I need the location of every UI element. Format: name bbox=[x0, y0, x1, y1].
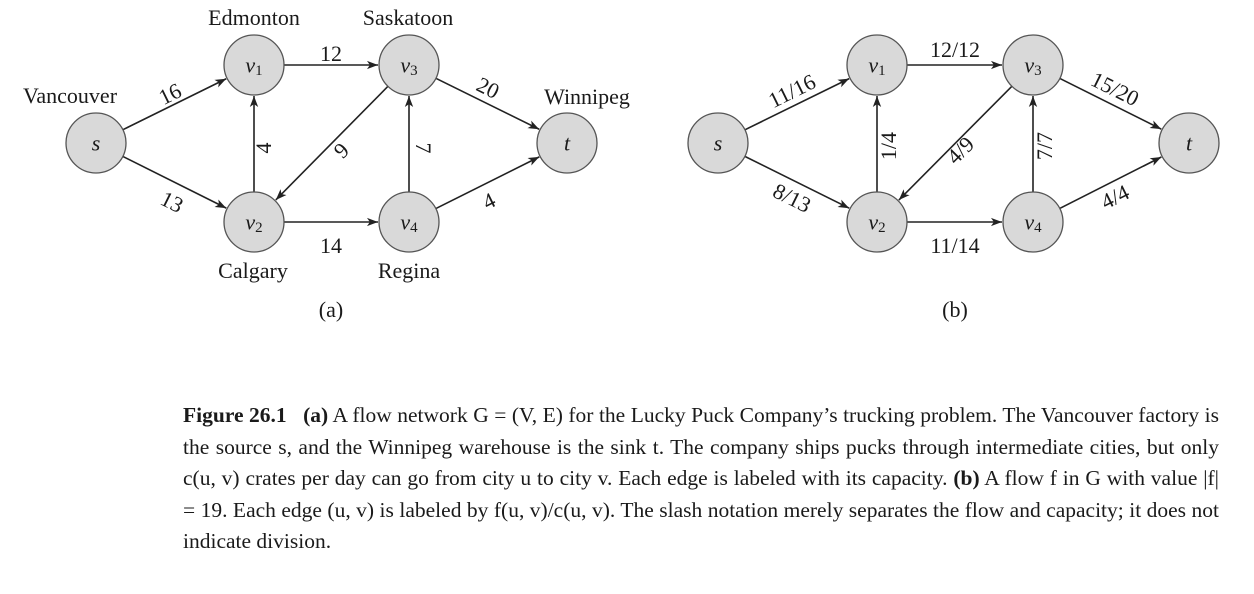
city-label-s: Vancouver bbox=[23, 83, 118, 108]
panel-label-b: (b) bbox=[942, 297, 968, 322]
city-label-v1: Edmonton bbox=[208, 5, 300, 30]
edge-label-s-v2: 8/13 bbox=[769, 178, 815, 218]
city-label-v2: Calgary bbox=[218, 258, 288, 283]
flow-network-figure: 16134129147204sVancouverv1Edmontonv2Calg… bbox=[23, 5, 1220, 322]
edge-label-v3-v2: 9 bbox=[329, 138, 354, 163]
node-v2 bbox=[846, 191, 908, 253]
edge-label-s-v2: 13 bbox=[157, 186, 188, 218]
edge-label-v4-t: 4 bbox=[478, 187, 499, 214]
node-label-t: t bbox=[1186, 131, 1193, 156]
edge-v3-v2 bbox=[898, 85, 1013, 201]
node-v1 bbox=[846, 34, 908, 96]
edge-label-v4-t: 4/4 bbox=[1097, 179, 1133, 214]
city-label-v3: Saskatoon bbox=[363, 5, 453, 30]
node-v2 bbox=[223, 191, 285, 253]
edge-label-v4-v3: 7 bbox=[411, 143, 436, 154]
node-v4 bbox=[1002, 191, 1064, 253]
edge-label-v2-v1: 1/4 bbox=[876, 132, 901, 160]
node-t bbox=[536, 112, 598, 174]
edge-label-v2-v4: 14 bbox=[320, 233, 342, 258]
node-s bbox=[687, 112, 749, 174]
panel-label-a: (a) bbox=[319, 297, 343, 322]
node-label-s: s bbox=[92, 131, 101, 156]
edge-v3-t bbox=[1059, 77, 1162, 130]
node-t bbox=[1158, 112, 1220, 174]
panel-b-flow-network: 11/168/131/412/124/911/147/715/204/4sv1v… bbox=[687, 34, 1220, 322]
node-v4 bbox=[378, 191, 440, 253]
edge-v3-v2 bbox=[275, 85, 389, 201]
panel-a-capacity-network: 16134129147204sVancouverv1Edmontonv2Calg… bbox=[23, 5, 630, 322]
edge-label-v2-v4: 11/14 bbox=[930, 233, 979, 258]
city-label-v4: Regina bbox=[378, 258, 441, 283]
caption-figure-number: Figure 26.1 bbox=[183, 403, 287, 427]
edge-label-v1-v3: 12 bbox=[320, 41, 342, 66]
node-v3 bbox=[1002, 34, 1064, 96]
edge-s-v1 bbox=[744, 77, 850, 131]
caption-part-b-marker: (b) bbox=[953, 466, 980, 490]
edge-label-v3-v2: 4/9 bbox=[941, 131, 979, 169]
node-v3 bbox=[378, 34, 440, 96]
edge-s-v2 bbox=[122, 155, 227, 209]
caption-text-b: A flow f in G with value |f| = 19. Each … bbox=[183, 466, 1219, 553]
node-s bbox=[65, 112, 127, 174]
edge-label-s-v1: 16 bbox=[155, 78, 186, 110]
edge-label-v2-v1: 4 bbox=[251, 143, 276, 154]
edge-label-v3-t: 15/20 bbox=[1087, 66, 1143, 111]
node-v1 bbox=[223, 34, 285, 96]
city-label-t: Winnipeg bbox=[544, 84, 630, 109]
edge-v3-t bbox=[435, 77, 540, 130]
edge-s-v2 bbox=[744, 155, 850, 209]
edge-label-v4-v3: 7/7 bbox=[1032, 132, 1057, 160]
caption-text-a: A flow network G = (V, E) for the Lucky … bbox=[183, 403, 1219, 490]
node-label-t: t bbox=[564, 131, 571, 156]
caption-part-a-marker: (a) bbox=[303, 403, 329, 427]
node-label-s: s bbox=[714, 131, 723, 156]
edge-label-v1-v3: 12/12 bbox=[930, 37, 980, 62]
edge-s-v1 bbox=[122, 78, 227, 131]
edge-v4-t bbox=[435, 156, 540, 210]
edge-v4-t bbox=[1059, 156, 1162, 210]
figure-caption: Figure 26.1 (a) A flow network G = (V, E… bbox=[183, 400, 1219, 558]
